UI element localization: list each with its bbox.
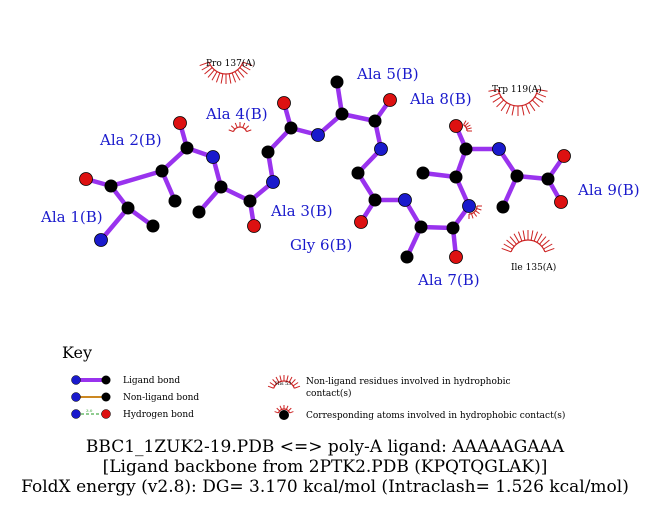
- nitrogen-atom: [94, 233, 108, 247]
- caption-line-1: BBC1_1ZUK2-19.PDB <=> poly-A ligand: AAA…: [86, 437, 565, 457]
- key-hydrophobic-sample-label: His 53: [275, 381, 291, 387]
- oxygen-atom: [173, 116, 187, 130]
- nitrogen-atom: [398, 193, 412, 207]
- hydrophobic-arc-trp119: [488, 88, 548, 116]
- hydrophobic-arc-pro137: [199, 61, 253, 84]
- carbon-atom: [449, 170, 463, 184]
- oxygen-atom: [557, 149, 571, 163]
- nitrogen-atom: [266, 175, 280, 189]
- ligand-bond: [98, 205, 131, 243]
- oxygen-atom: [554, 195, 568, 209]
- oxygen-atom: [354, 215, 368, 229]
- carbon-atom: [368, 193, 382, 207]
- hydrophobic-arc-ile135: [501, 230, 555, 253]
- residue-label-ala1: Ala 1(B): [40, 208, 103, 226]
- key-nonligand-bond-label: Non-ligand bond: [123, 393, 199, 403]
- key-hydrophobic-residue-sample: [267, 375, 301, 389]
- carbon-atom: [243, 194, 257, 208]
- nitrogen-atom: [462, 199, 476, 213]
- caption-line-3: FoldX energy (v2.8): DG= 3.170 kcal/mol …: [21, 477, 629, 497]
- nitrogen-atom: [206, 150, 220, 164]
- residue-label-ala8: Ala 8(B): [409, 90, 472, 108]
- carbon-atom: [146, 219, 160, 233]
- residue-label-ala5: Ala 5(B): [356, 65, 419, 83]
- oxygen-atom: [247, 219, 261, 233]
- hydrophobic-contacts: [199, 61, 555, 253]
- carbon-atom: [446, 221, 460, 235]
- residue-label-gly6: Gly 6(B): [290, 236, 352, 254]
- key-hbond-distance: 3.0: [86, 408, 93, 413]
- key-nitrogen-atom: [71, 375, 81, 385]
- carbon-atom: [261, 145, 275, 159]
- carbon-atom: [121, 201, 135, 215]
- key-ligand-bond-label: Ligand bond: [123, 376, 180, 386]
- key-title: Key: [62, 343, 92, 362]
- key-hydrophobic-residues-label-1: Non-ligand residues involved in hydropho…: [306, 377, 511, 387]
- nitrogen-atom: [492, 142, 506, 156]
- key-corresponding-atom-sample: [274, 405, 294, 420]
- residue-label-ala9: Ala 9(B): [577, 181, 640, 199]
- residue-label-ala7: Ala 7(B): [417, 271, 480, 289]
- carbon-atom: [168, 194, 182, 208]
- key-corresponding-atoms-label: Corresponding atoms involved in hydropho…: [306, 410, 565, 421]
- residue-label-ala4: Ala 4(B): [205, 105, 268, 123]
- carbon-atom: [214, 180, 228, 194]
- carbon-atom: [496, 200, 510, 214]
- oxygen-atom: [449, 119, 463, 133]
- oxygen-atom: [277, 96, 291, 110]
- key-nonligand-bond-sample: [71, 392, 111, 402]
- residue-label-ala3: Ala 3(B): [270, 202, 333, 220]
- carbon-atom: [400, 250, 414, 264]
- key-corresponding-atom-mark: [274, 405, 294, 414]
- key-hydrogen-bond-label: Hydrogen bond: [123, 410, 194, 420]
- oxygen-atom: [79, 172, 93, 186]
- key-hydrophobic-arc: [267, 375, 301, 389]
- oxygen-atom: [383, 93, 397, 107]
- key-oxygen-atom: [101, 409, 111, 419]
- contact-label-pro137: Pro 137(A): [206, 58, 255, 69]
- residue-label-ala2: Ala 2(B): [99, 131, 162, 149]
- oxygen-atom: [449, 250, 463, 264]
- nitrogen-atom: [311, 128, 325, 142]
- hydrophobic-atom-mark-ala8: [463, 120, 472, 132]
- carbon-atom: [510, 169, 524, 183]
- carbon-atom: [330, 75, 344, 89]
- carbon-atom: [284, 121, 298, 135]
- carbon-atom: [180, 141, 194, 155]
- nitrogen-atom: [374, 142, 388, 156]
- caption-line-2: [Ligand backbone from 2PTK2.PDB (KPQTQGL…: [103, 457, 548, 477]
- carbon-atom: [459, 142, 473, 156]
- key-ligand-bond-sample: [71, 375, 111, 385]
- carbon-atom: [155, 164, 169, 178]
- carbon-atom: [104, 179, 118, 193]
- contact-label-ile135: Ile 135(A): [511, 262, 556, 273]
- carbon-atom: [416, 166, 430, 180]
- hydrophobic-atom-mark-ala7: [468, 205, 482, 219]
- carbon-atom: [368, 114, 382, 128]
- key-hydrogen-bond-sample: 3.0: [71, 408, 111, 419]
- key-carbon-atom: [101, 375, 111, 385]
- carbon-atom: [541, 172, 555, 186]
- carbon-atom: [335, 107, 349, 121]
- hydrophobic-atom-mark-ala4: [228, 122, 252, 133]
- key-hydrophobic-residues-label-2: contact(s): [306, 388, 352, 399]
- carbon-atom: [351, 166, 365, 180]
- carbon-atom: [414, 220, 428, 234]
- contact-label-trp119: Trp 119(A): [492, 84, 542, 95]
- carbon-atom: [192, 205, 206, 219]
- ligand-bond: [108, 168, 165, 189]
- ligand-atoms: [79, 75, 571, 264]
